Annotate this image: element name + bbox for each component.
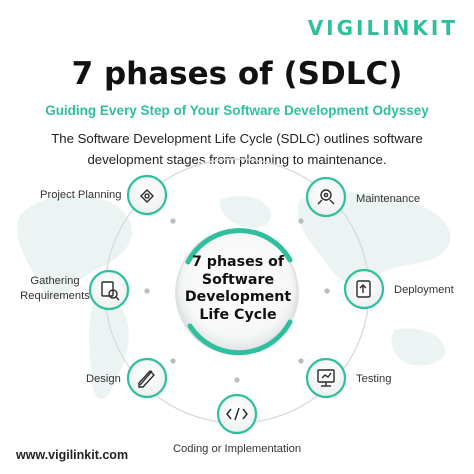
- center-label-line: Development: [184, 289, 292, 305]
- center-arc-top: [185, 228, 293, 265]
- ring-connector-dots: [144, 218, 330, 383]
- phase-label-deployment: Deployment: [394, 284, 454, 296]
- description-line: The Software Development Life Cycle (SDL…: [51, 131, 423, 146]
- phase-label-line: Requirements: [20, 290, 90, 302]
- brand-logo: VIGILINKIT: [307, 16, 458, 40]
- center-label-line: 7 phases of: [191, 254, 284, 270]
- testing-icon: [317, 369, 335, 387]
- phase-label-maintenance: Maintenance: [356, 193, 421, 205]
- planning-icon: [140, 189, 154, 203]
- page-subtitle: Guiding Every Step of Your Software Deve…: [45, 103, 429, 118]
- phase-node-testing: [305, 357, 347, 399]
- phase-label-testing: Testing: [356, 373, 392, 385]
- phase-label-project-planning: Project Planning: [40, 189, 122, 201]
- center-label: 7 phases of Software Development Life Cy…: [178, 254, 298, 324]
- center-label-line: Life Cycle: [199, 306, 277, 323]
- maintenance-icon: [317, 189, 335, 205]
- phase-node-maintenance: [305, 176, 347, 218]
- design-icon: [138, 369, 155, 388]
- phase-node-design: [126, 357, 168, 399]
- website-url: www.vigilinkit.com: [16, 448, 129, 462]
- center-label-line: Software: [201, 271, 275, 288]
- phase-label-gathering-requirements: Gathering Requirements: [20, 274, 90, 304]
- phase-node-deployment: [343, 268, 385, 310]
- center-arc-bottom: [187, 319, 293, 356]
- deployment-icon: [356, 280, 371, 298]
- code-icon: [226, 407, 248, 421]
- page-title: 7 phases of (SDLC): [71, 56, 403, 92]
- phase-node-gathering-requirements: [88, 269, 130, 311]
- phase-label-design: Design: [86, 373, 121, 385]
- phase-node-project-planning: [126, 174, 168, 216]
- phase-label-line: Gathering: [30, 275, 80, 287]
- phase-label-coding: Coding or Implementation: [172, 443, 302, 455]
- requirements-icon: [101, 281, 120, 301]
- phase-node-coding: [216, 393, 258, 435]
